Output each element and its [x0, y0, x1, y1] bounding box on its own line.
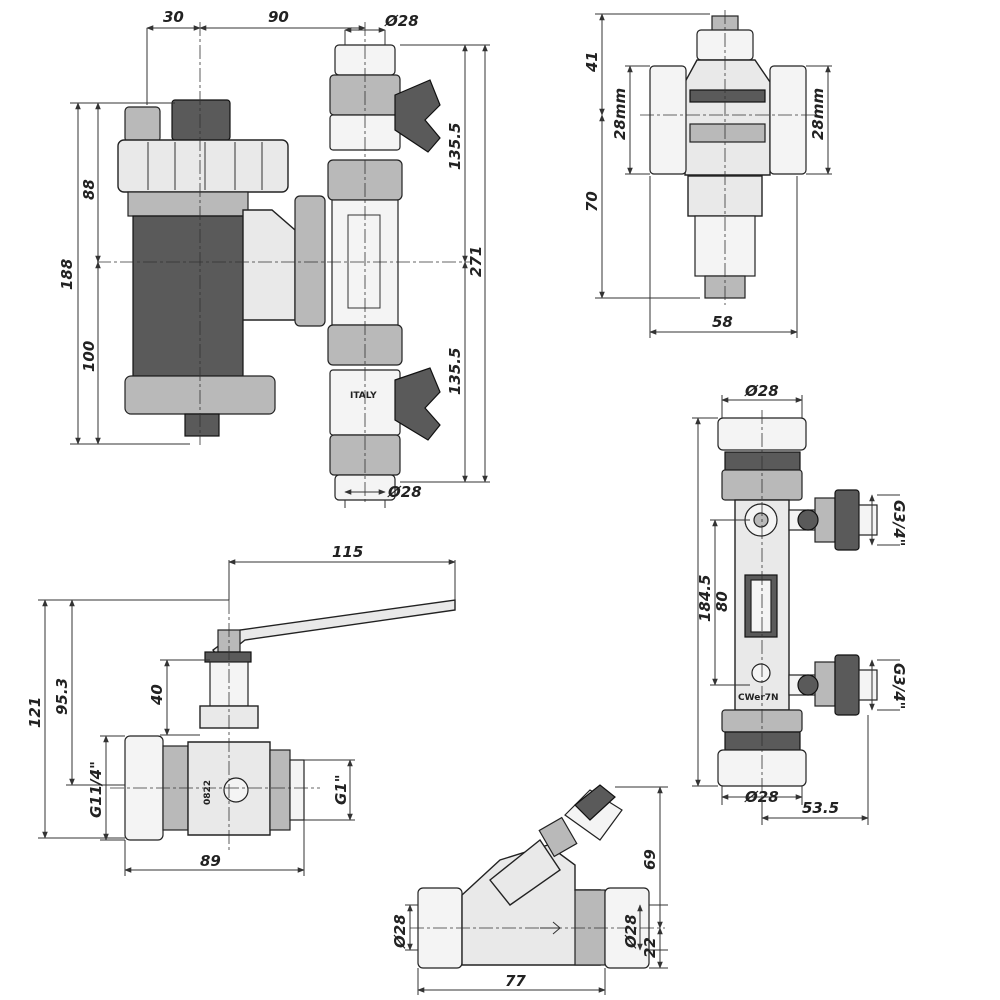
dim-121: 121 — [26, 697, 44, 728]
dim-28mm-left: 28mm — [611, 88, 629, 140]
dim-g1-1-4: G11/4" — [87, 761, 105, 818]
dim-89: 89 — [200, 852, 221, 870]
dim-70: 70 — [583, 191, 601, 212]
dim-58: 58 — [712, 313, 733, 331]
dim-balancing-pipe-right: Ø28 — [622, 914, 640, 949]
dim-271: 271 — [467, 246, 485, 277]
dim-28mm-right: 28mm — [809, 88, 827, 140]
dim-115: 115 — [332, 543, 363, 561]
filter-side-view: 41 70 28mm 28mm 58 — [583, 10, 832, 338]
filter-front-view: ITALY 30 90 Ø28 Ø28 88 188 100 1 — [58, 8, 490, 508]
svg-text:ITALY: ITALY — [350, 391, 377, 401]
filter-body — [117, 99, 326, 437]
dim-135-5-lower: 135.5 — [446, 348, 464, 395]
dim-88: 88 — [80, 179, 98, 200]
balancing-valve-view: Ø28 Ø28 69 22 77 — [391, 784, 668, 995]
dim-g1: G1" — [332, 774, 350, 805]
ball-valve-view: 0822 115 121 95.3 40 G11/4" G1" 89 — [26, 543, 456, 876]
dim-95-3: 95.3 — [53, 678, 71, 715]
dim-pipe-bottom: Ø28 — [387, 483, 422, 501]
flow-meter-marking: CWer7N — [738, 693, 779, 703]
dim-184-5: 184.5 — [696, 575, 714, 622]
dim-100: 100 — [80, 341, 98, 372]
dim-port-bottom: G3/4" — [890, 663, 908, 709]
ball-valve-marking: 0822 — [203, 780, 213, 805]
dim-40: 40 — [148, 684, 166, 706]
dim-90: 90 — [268, 8, 289, 26]
dim-pipe-top: Ø28 — [384, 12, 419, 30]
dim-188: 188 — [58, 259, 76, 290]
dim-flow-pipe-top: Ø28 — [744, 382, 779, 400]
dim-port-top: G3/4" — [890, 500, 908, 546]
flow-meter-view: CWer7N Ø28 Ø28 G3/4" G3/4" 80 184.5 — [692, 382, 908, 825]
dim-80: 80 — [713, 591, 731, 612]
dim-135-5-upper: 135.5 — [446, 123, 464, 170]
dim-flow-pipe-bottom: Ø28 — [744, 788, 779, 806]
dim-53-5: 53.5 — [802, 799, 839, 817]
dim-41: 41 — [583, 51, 601, 73]
dim-77: 77 — [505, 972, 526, 990]
valve-column: ITALY — [327, 44, 441, 501]
dim-balancing-pipe-left: Ø28 — [391, 914, 409, 949]
dim-22: 22 — [641, 937, 659, 958]
dim-30: 30 — [163, 8, 184, 26]
dim-69: 69 — [641, 849, 659, 870]
